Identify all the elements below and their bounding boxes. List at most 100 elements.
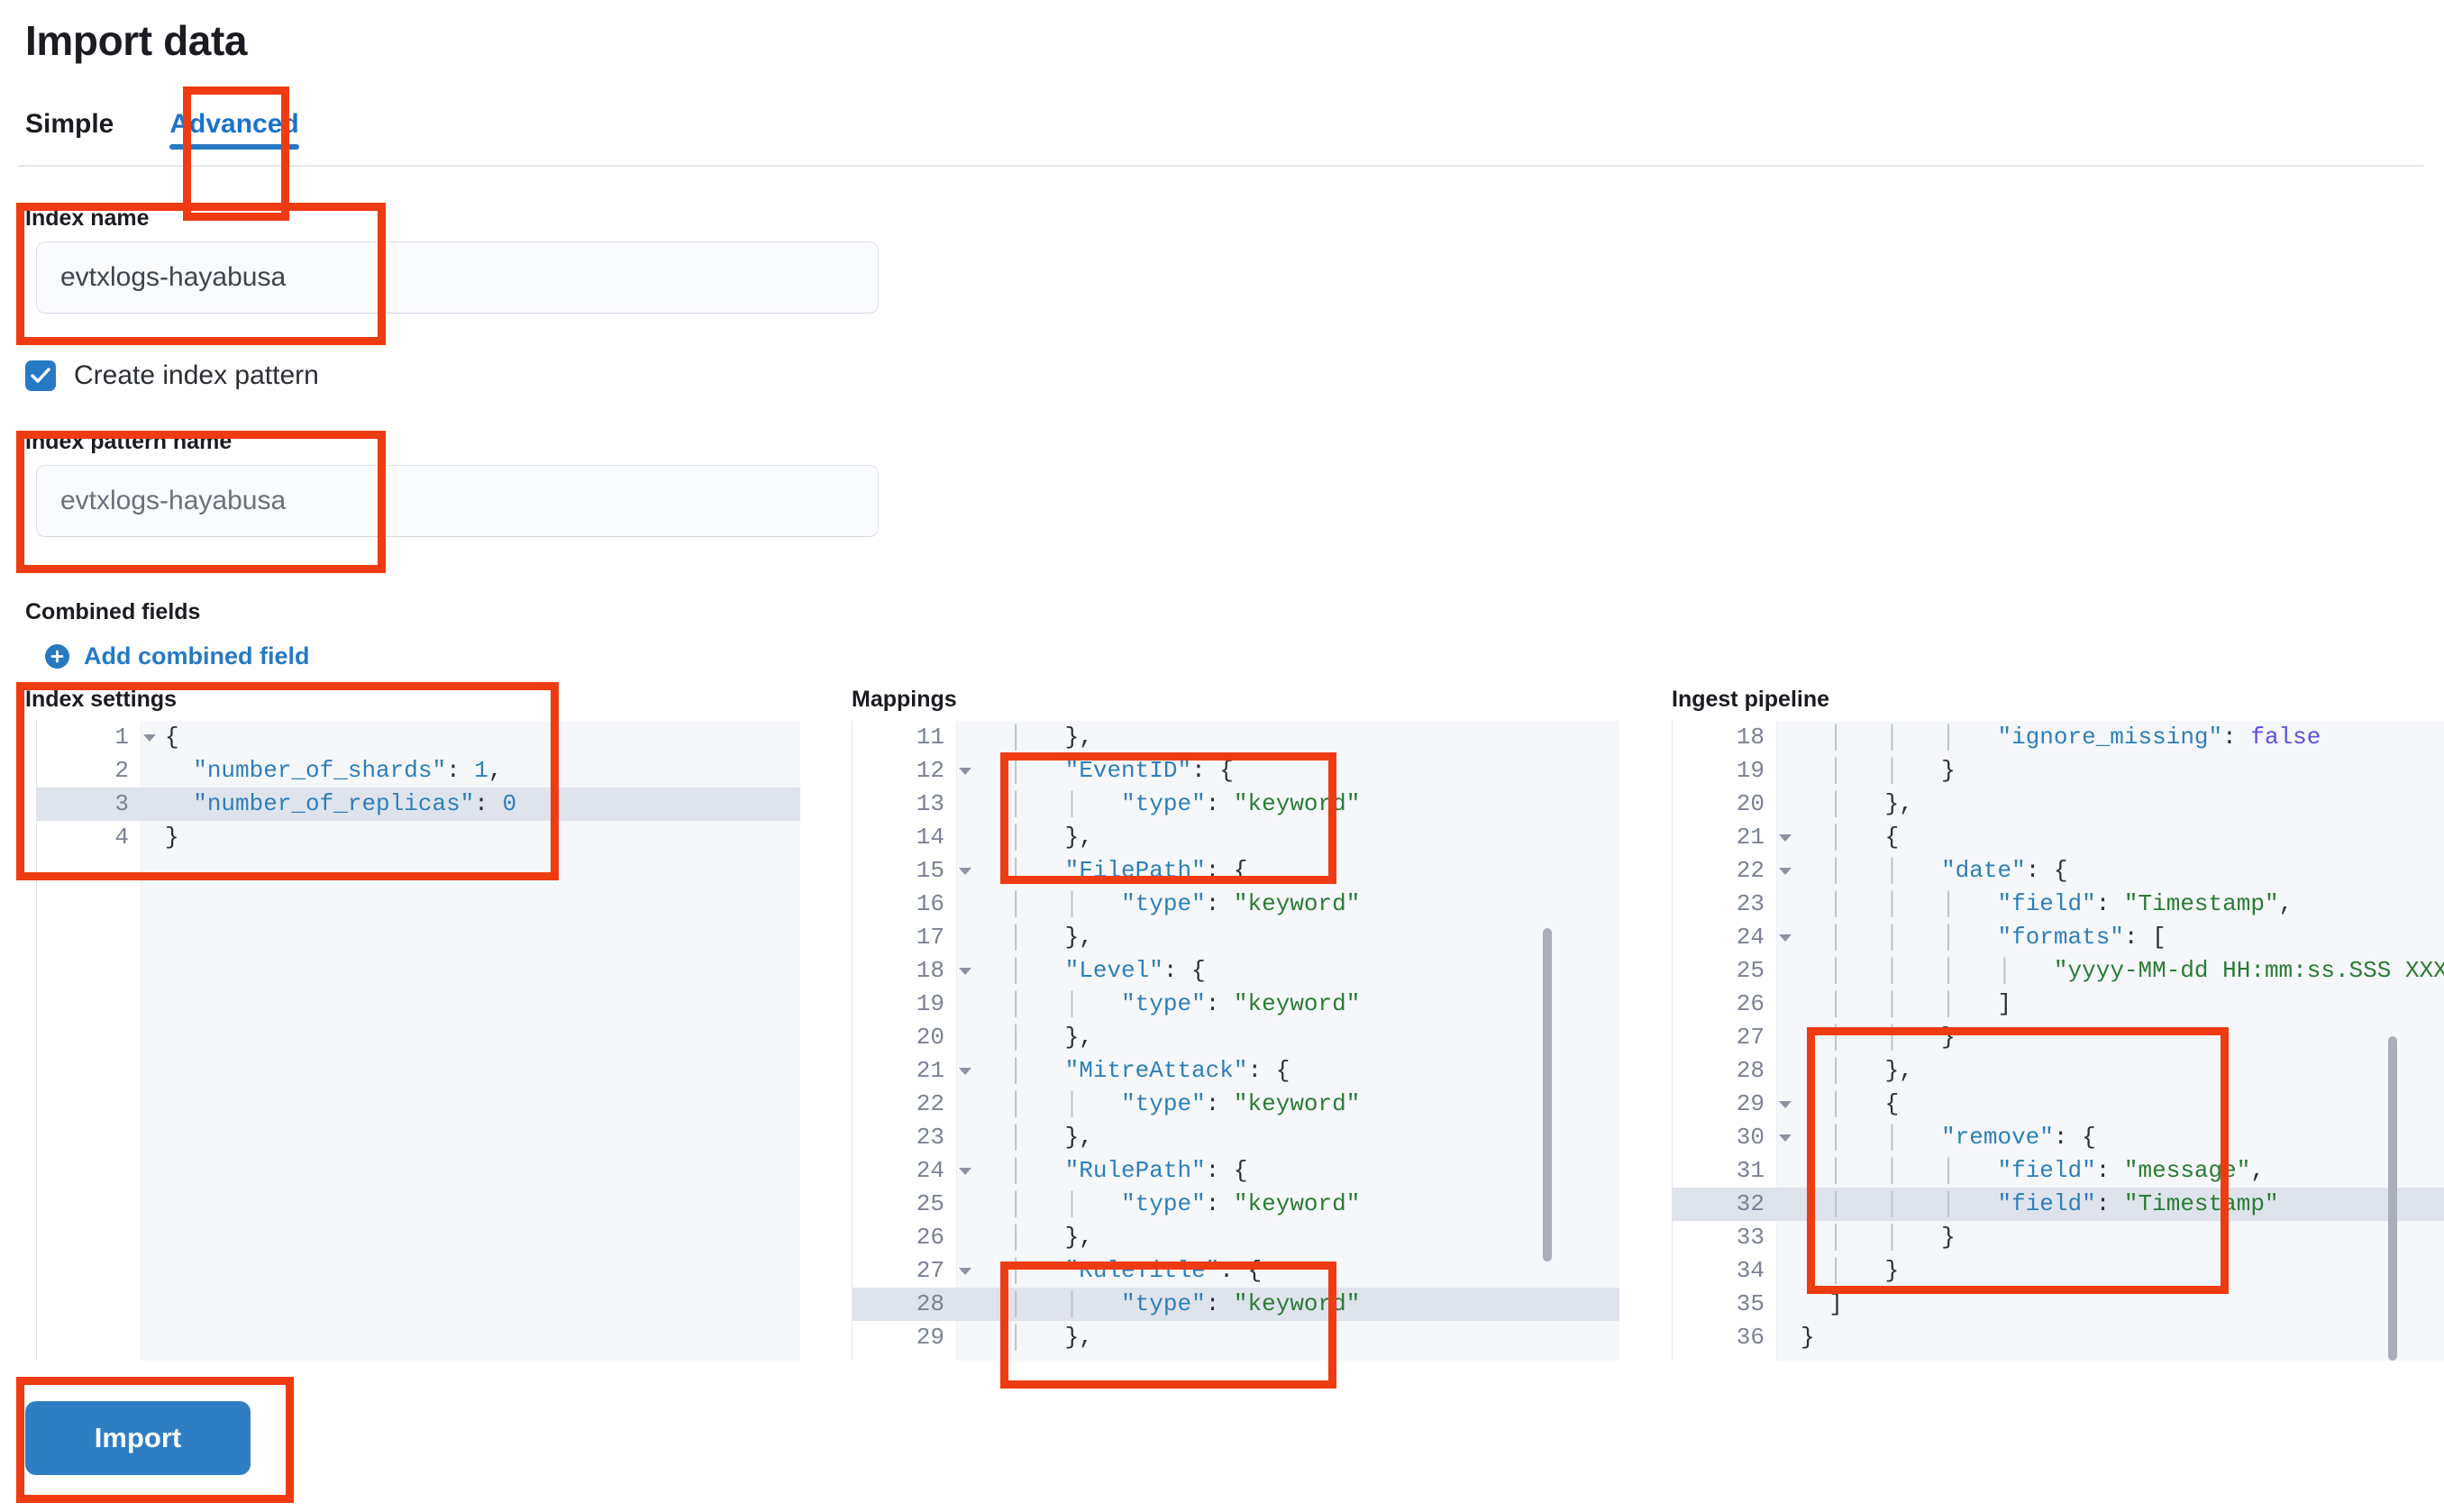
code-line: 27 │ "RuleTitle": { [853,1254,1619,1288]
code-line: 23 │ │ │ "field": "Timestamp", [1673,888,2444,921]
code-text: │ │ "type": "keyword" [1008,990,1361,1017]
line-number: 11 [916,724,944,751]
code-line: 22 │ │ "date": { [1673,854,2444,888]
line-number: 27 [1736,1024,1765,1051]
code-line: 26 │ }, [853,1221,1619,1254]
code-text: │ │ │ "field": "Timestamp", [1828,890,2294,917]
line-number: 22 [1673,854,1792,888]
code-line: 27 │ │ } [1673,1021,2444,1054]
fold-triangle-icon[interactable] [1779,1100,1792,1108]
line-number: 24 [853,1154,971,1188]
code-text: │ { [1828,1090,1900,1117]
code-text: │ │ "type": "keyword" [1008,790,1361,817]
index-name-input[interactable]: evtxlogs-hayabusa [36,241,879,314]
code-text: │ }, [1008,824,1093,851]
code-line: 16 │ │ "type": "keyword" [853,888,1619,921]
fold-triangle-icon[interactable] [959,767,971,775]
code-text: │ } [1828,1257,1900,1284]
code-text: ] [1828,1290,1843,1317]
code-line: 19 │ │ "type": "keyword" [853,988,1619,1021]
create-index-pattern-checkbox[interactable] [25,360,56,391]
fold-triangle-icon[interactable] [1779,934,1792,942]
combined-fields-label: Combined fields [25,599,201,624]
fold-triangle-icon[interactable] [1779,833,1792,842]
line-number: 19 [916,990,944,1017]
code-line: 2 "number_of_shards": 1, [37,754,800,788]
code-line: 29 │ { [1673,1088,2444,1121]
gutter-background [37,721,141,1361]
line-number: 36 [1736,1324,1765,1351]
fold-triangle-icon[interactable] [959,1267,971,1275]
code-text: │ │ │ "field": "Timestamp" [1828,1190,2279,1217]
code-text: "number_of_shards": 1, [193,757,503,784]
line-number: 21 [853,1054,971,1088]
fold-triangle-icon[interactable] [1779,1134,1792,1142]
code-line: 1{ [37,721,800,754]
tab-advanced[interactable]: Advanced [141,109,327,165]
code-line: 19 │ │ } [1673,754,2444,788]
code-text: { [165,724,179,751]
code-text: │ "FilePath": { [1008,857,1248,884]
code-text: } [1801,1324,1815,1351]
code-line: 21 │ "MitreAttack": { [853,1054,1619,1088]
code-line: 28 │ │ "type": "keyword" [853,1288,1619,1321]
code-text: │ │ │ "ignore_missing": false [1828,724,2321,751]
code-line: 18 │ "Level": { [853,954,1619,988]
fold-triangle-icon[interactable] [959,1167,971,1175]
code-text: │ │ │ ] [1828,990,2012,1017]
line-number: 23 [916,1124,944,1151]
code-text: "number_of_replicas": 0 [193,790,517,817]
mappings-editor[interactable]: 11 │ },12 │ "EventID": {13 │ │ "type": "… [852,721,1619,1361]
code-line: 29 │ }, [853,1321,1619,1354]
index-settings-editor[interactable]: 1{2 "number_of_shards": 1,3 "number_of_r… [36,721,800,1361]
fold-triangle-icon[interactable] [959,1067,971,1075]
tab-simple[interactable]: Simple [25,109,114,139]
line-number: 14 [916,824,944,851]
line-number: 1 [37,721,156,754]
index-pattern-name-input[interactable]: evtxlogs-hayabusa [36,465,879,537]
code-line: 11 │ }, [853,721,1619,754]
line-number: 26 [1736,990,1765,1017]
code-text: │ "RuleTitle": { [1008,1257,1263,1284]
code-line: 18 │ │ │ "ignore_missing": false [1673,721,2444,754]
code-text: │ }, [1008,1124,1093,1151]
fold-triangle-icon[interactable] [143,733,156,742]
line-number: 15 [853,854,971,888]
code-text: │ │ │ "formats": [ [1828,924,2166,951]
code-text: │ │ "type": "keyword" [1008,1190,1361,1217]
fold-triangle-icon[interactable] [1779,867,1792,875]
code-line: 23 │ }, [853,1121,1619,1154]
line-number: 18 [853,954,971,988]
add-combined-field-button[interactable]: Add combined field [45,642,310,670]
import-button[interactable]: Import [25,1401,251,1475]
code-text: │ │ │ │ "yyyy-MM-dd HH:mm:ss.SSS XXX" [1828,957,2444,984]
code-line: 4} [37,821,800,854]
code-line: 13 │ │ "type": "keyword" [853,788,1619,821]
fold-triangle-icon[interactable] [959,967,971,975]
code-line: 35 ] [1673,1288,2444,1321]
line-number: 31 [1736,1157,1765,1184]
ingest-pipeline-scrollbar-thumb[interactable] [2388,1036,2397,1361]
mappings-scrollbar-thumb[interactable] [1543,928,1552,1262]
gutter-background [853,721,957,1361]
code-lines: 1{2 "number_of_shards": 1,3 "number_of_r… [37,721,800,854]
create-index-pattern-row[interactable]: Create index pattern [25,360,319,391]
code-line: 25 │ │ │ │ "yyyy-MM-dd HH:mm:ss.SSS XXX" [1673,954,2444,988]
line-number: 21 [1673,821,1792,854]
line-number: 32 [1736,1190,1765,1217]
code-lines: 11 │ },12 │ "EventID": {13 │ │ "type": "… [853,721,1619,1354]
code-text: │ "Level": { [1008,957,1206,984]
code-text: } [165,824,179,851]
code-text: │ │ "type": "keyword" [1008,1290,1361,1317]
line-number: 35 [1736,1290,1765,1317]
line-number: 27 [853,1254,971,1288]
code-text: │ │ "date": { [1828,857,2068,884]
gutter-background [1673,721,1777,1361]
tab-bar-divider [18,165,2424,167]
code-line: 32 │ │ │ "field": "Timestamp" [1673,1188,2444,1221]
line-number: 3 [114,790,129,817]
code-line: 28 │ }, [1673,1054,2444,1088]
fold-triangle-icon[interactable] [959,867,971,875]
